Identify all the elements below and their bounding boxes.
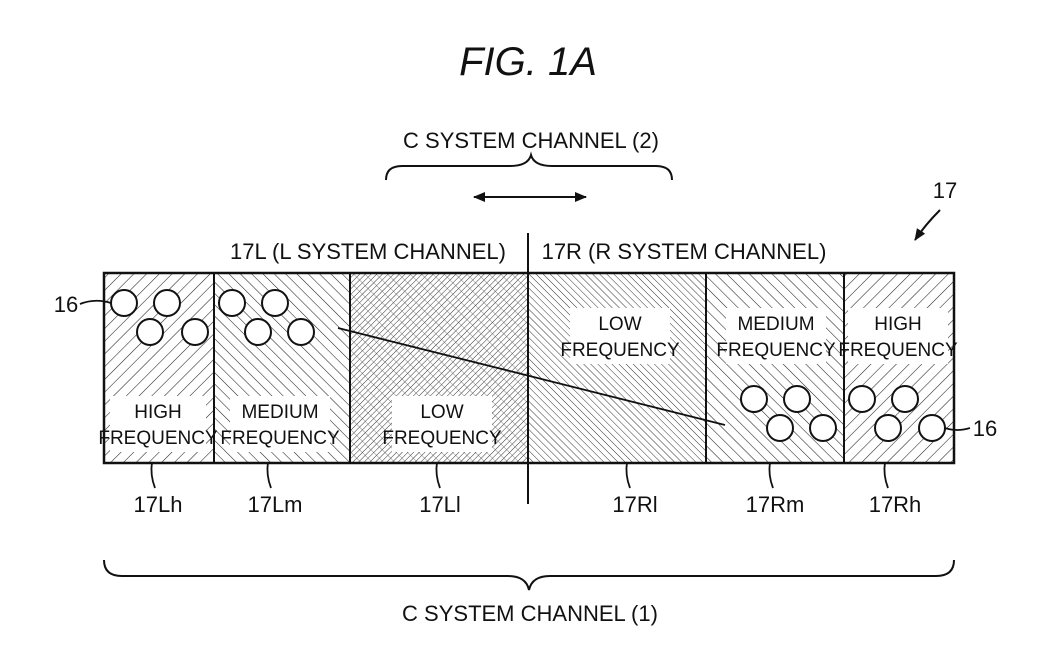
label-17rl-line1: LOW — [598, 314, 641, 335]
speaker-circle — [741, 386, 767, 412]
label-17rm-line1: MEDIUM — [737, 314, 814, 335]
speaker-circle — [154, 290, 180, 316]
ref-17lh: 17Lh — [134, 492, 183, 517]
ref-17rl: 17Rl — [612, 492, 657, 517]
label-17ll-line1: LOW — [420, 402, 463, 423]
ref-17-arrow — [915, 210, 940, 240]
label-17lh-line1: HIGH — [134, 402, 182, 423]
r-system-channel-label: 17R (R SYSTEM CHANNEL) — [542, 239, 827, 264]
speaker-circle — [810, 415, 836, 441]
speaker-circle — [892, 386, 918, 412]
label-17ll-line2: FREQUENCY — [382, 428, 502, 449]
label-17rh-line1: HIGH — [874, 314, 922, 335]
speaker-circle — [288, 319, 314, 345]
speaker-circle — [111, 290, 137, 316]
ref-17rh: 17Rh — [869, 492, 922, 517]
ref-17ll: 17Ll — [419, 492, 461, 517]
label-17rm-line2: FREQUENCY — [716, 340, 836, 361]
label-17lh: HIGH FREQUENCY — [98, 396, 218, 452]
figure-title: FIG. 1A — [459, 40, 597, 84]
ref-17lm: 17Lm — [247, 492, 302, 517]
label-17rh: HIGH FREQUENCY — [838, 308, 958, 364]
speaker-circle — [849, 386, 875, 412]
ref-17-label: 17 — [933, 178, 957, 203]
speaker-circle — [262, 290, 288, 316]
label-17ll: LOW FREQUENCY — [382, 396, 502, 452]
c-system-channel-1-label: C SYSTEM CHANNEL (1) — [402, 601, 658, 626]
segment-17rl — [528, 273, 706, 463]
ref-16-left-label: 16 — [54, 292, 78, 317]
label-17rl: LOW FREQUENCY — [560, 308, 680, 364]
ref-16-right-leader — [945, 428, 970, 430]
label-17rl-line2: FREQUENCY — [560, 340, 680, 361]
label-17rm: MEDIUM FREQUENCY — [716, 308, 836, 364]
speaker-circle — [767, 415, 793, 441]
ref-17rm: 17Rm — [746, 492, 805, 517]
speaker-circle — [784, 386, 810, 412]
label-17lm: MEDIUM FREQUENCY — [220, 396, 340, 452]
top-brace — [386, 155, 672, 180]
label-17lm-line1: MEDIUM — [241, 402, 318, 423]
label-17rh-line2: FREQUENCY — [838, 340, 958, 361]
speaker-circle — [919, 415, 945, 441]
speaker-circle — [182, 319, 208, 345]
ref-leaders-bottom — [151, 462, 888, 488]
ref-16-right-label: 16 — [973, 416, 997, 441]
bottom-brace — [104, 560, 954, 590]
l-system-channel-label: 17L (L SYSTEM CHANNEL) — [230, 239, 506, 264]
label-17lm-line2: FREQUENCY — [220, 428, 340, 449]
c-system-channel-2-label: C SYSTEM CHANNEL (2) — [403, 128, 659, 153]
label-17lh-line2: FREQUENCY — [98, 428, 218, 449]
speaker-circle — [219, 290, 245, 316]
speaker-circle — [875, 415, 901, 441]
speaker-circle — [245, 319, 271, 345]
speaker-circle — [137, 319, 163, 345]
